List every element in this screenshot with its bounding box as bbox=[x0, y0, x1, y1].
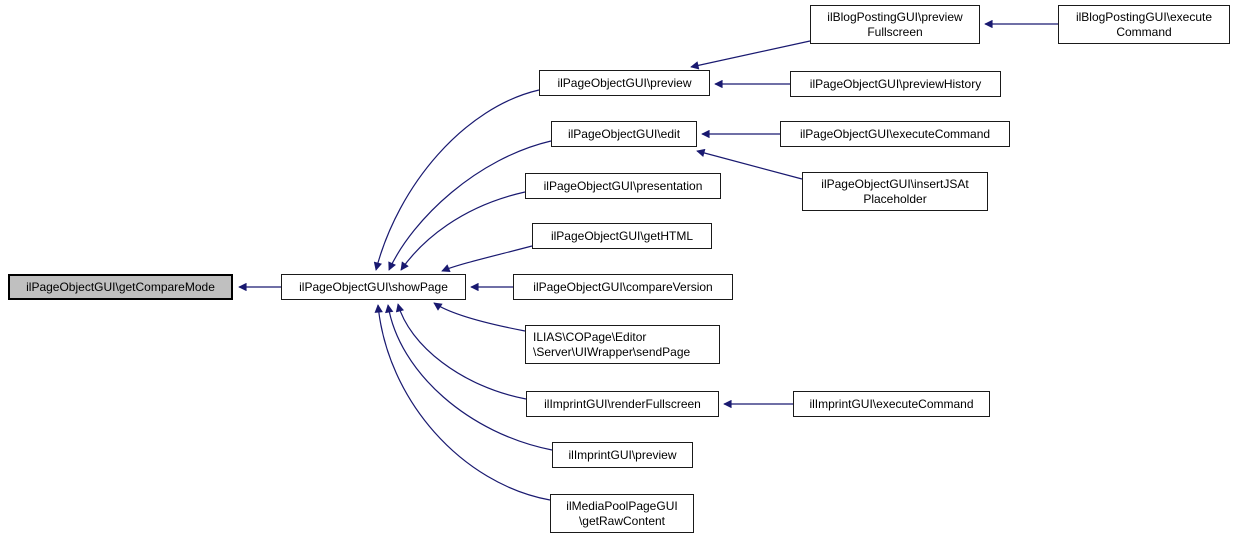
node-label: ilBlogPostingGUI\preview bbox=[827, 9, 963, 24]
edge-preview-showPage bbox=[373, 89, 540, 271]
edge-sendPage-showPage bbox=[433, 302, 526, 332]
node-send-page[interactable]: ILIAS\COPage\Editor \Server\UIWrapper\se… bbox=[525, 325, 720, 364]
edge-getHTML-showPage bbox=[441, 245, 533, 273]
node-label: ilPageObjectGUI\previewHistory bbox=[809, 76, 982, 91]
edge-renderFullscreen-showPage bbox=[395, 303, 527, 400]
node-label: ilPageObjectGUI\insertJSAt bbox=[821, 176, 969, 191]
node-label: ILIAS\COPage\Editor bbox=[533, 329, 647, 344]
node-blog-execute-command[interactable]: ilBlogPostingGUI\execute Command bbox=[1058, 5, 1230, 44]
node-label: Fullscreen bbox=[867, 24, 923, 39]
node-label: ilImprintGUI\preview bbox=[568, 447, 677, 462]
node-preview[interactable]: ilPageObjectGUI\preview bbox=[539, 70, 710, 96]
node-label: ilPageObjectGUI\getCompareMode bbox=[26, 279, 215, 294]
node-label: ilPageObjectGUI\executeCommand bbox=[799, 126, 991, 141]
node-preview-history[interactable]: ilPageObjectGUI\previewHistory bbox=[790, 71, 1001, 97]
node-compare-version[interactable]: ilPageObjectGUI\compareVersion bbox=[513, 274, 733, 300]
node-label: ilPageObjectGUI\presentation bbox=[543, 178, 703, 193]
node-label: ilImprintGUI\executeCommand bbox=[809, 396, 974, 411]
edge-edit-showPage bbox=[388, 140, 552, 271]
node-label: ilPageObjectGUI\compareVersion bbox=[533, 279, 713, 294]
node-label: Command bbox=[1116, 24, 1172, 39]
edge-insertJSAtPlaceholder-edit bbox=[696, 148, 803, 180]
node-label: ilMediaPoolPageGUI bbox=[566, 498, 678, 513]
node-label: ilBlogPostingGUI\execute bbox=[1075, 9, 1213, 24]
node-blog-preview-fullscreen[interactable]: ilBlogPostingGUI\preview Fullscreen bbox=[810, 5, 980, 44]
node-render-fullscreen[interactable]: ilImprintGUI\renderFullscreen bbox=[526, 391, 719, 417]
node-imprint-preview[interactable]: ilImprintGUI\preview bbox=[552, 442, 693, 468]
node-label: ilPageObjectGUI\getHTML bbox=[550, 228, 694, 243]
node-edit[interactable]: ilPageObjectGUI\edit bbox=[551, 121, 697, 147]
edge-imprintPreview-showPage bbox=[385, 304, 553, 451]
node-presentation[interactable]: ilPageObjectGUI\presentation bbox=[525, 173, 721, 199]
node-get-html[interactable]: ilPageObjectGUI\getHTML bbox=[532, 223, 712, 249]
node-get-raw-content[interactable]: ilMediaPoolPageGUI \getRawContent bbox=[550, 494, 694, 533]
node-label: ilImprintGUI\renderFullscreen bbox=[544, 396, 701, 411]
node-label: Placeholder bbox=[863, 191, 927, 206]
node-insert-js-at-placeholder[interactable]: ilPageObjectGUI\insertJSAt Placeholder bbox=[802, 172, 988, 211]
node-show-page[interactable]: ilPageObjectGUI\showPage bbox=[281, 274, 466, 300]
node-imprint-execute-command[interactable]: ilImprintGUI\executeCommand bbox=[793, 391, 990, 417]
edge-getRawContent-showPage bbox=[374, 304, 551, 501]
node-label: ilPageObjectGUI\preview bbox=[557, 75, 692, 90]
node-label: ilPageObjectGUI\showPage bbox=[299, 279, 448, 294]
node-label: ilPageObjectGUI\edit bbox=[567, 126, 681, 141]
edge-presentation-showPage bbox=[400, 191, 526, 271]
edge-previewFullscreen-preview bbox=[690, 40, 811, 70]
node-get-compare-mode: ilPageObjectGUI\getCompareMode bbox=[8, 274, 233, 300]
node-label: \getRawContent bbox=[578, 513, 666, 528]
node-page-execute-command[interactable]: ilPageObjectGUI\executeCommand bbox=[780, 121, 1010, 147]
node-label: \Server\UIWrapper\sendPage bbox=[533, 344, 691, 359]
